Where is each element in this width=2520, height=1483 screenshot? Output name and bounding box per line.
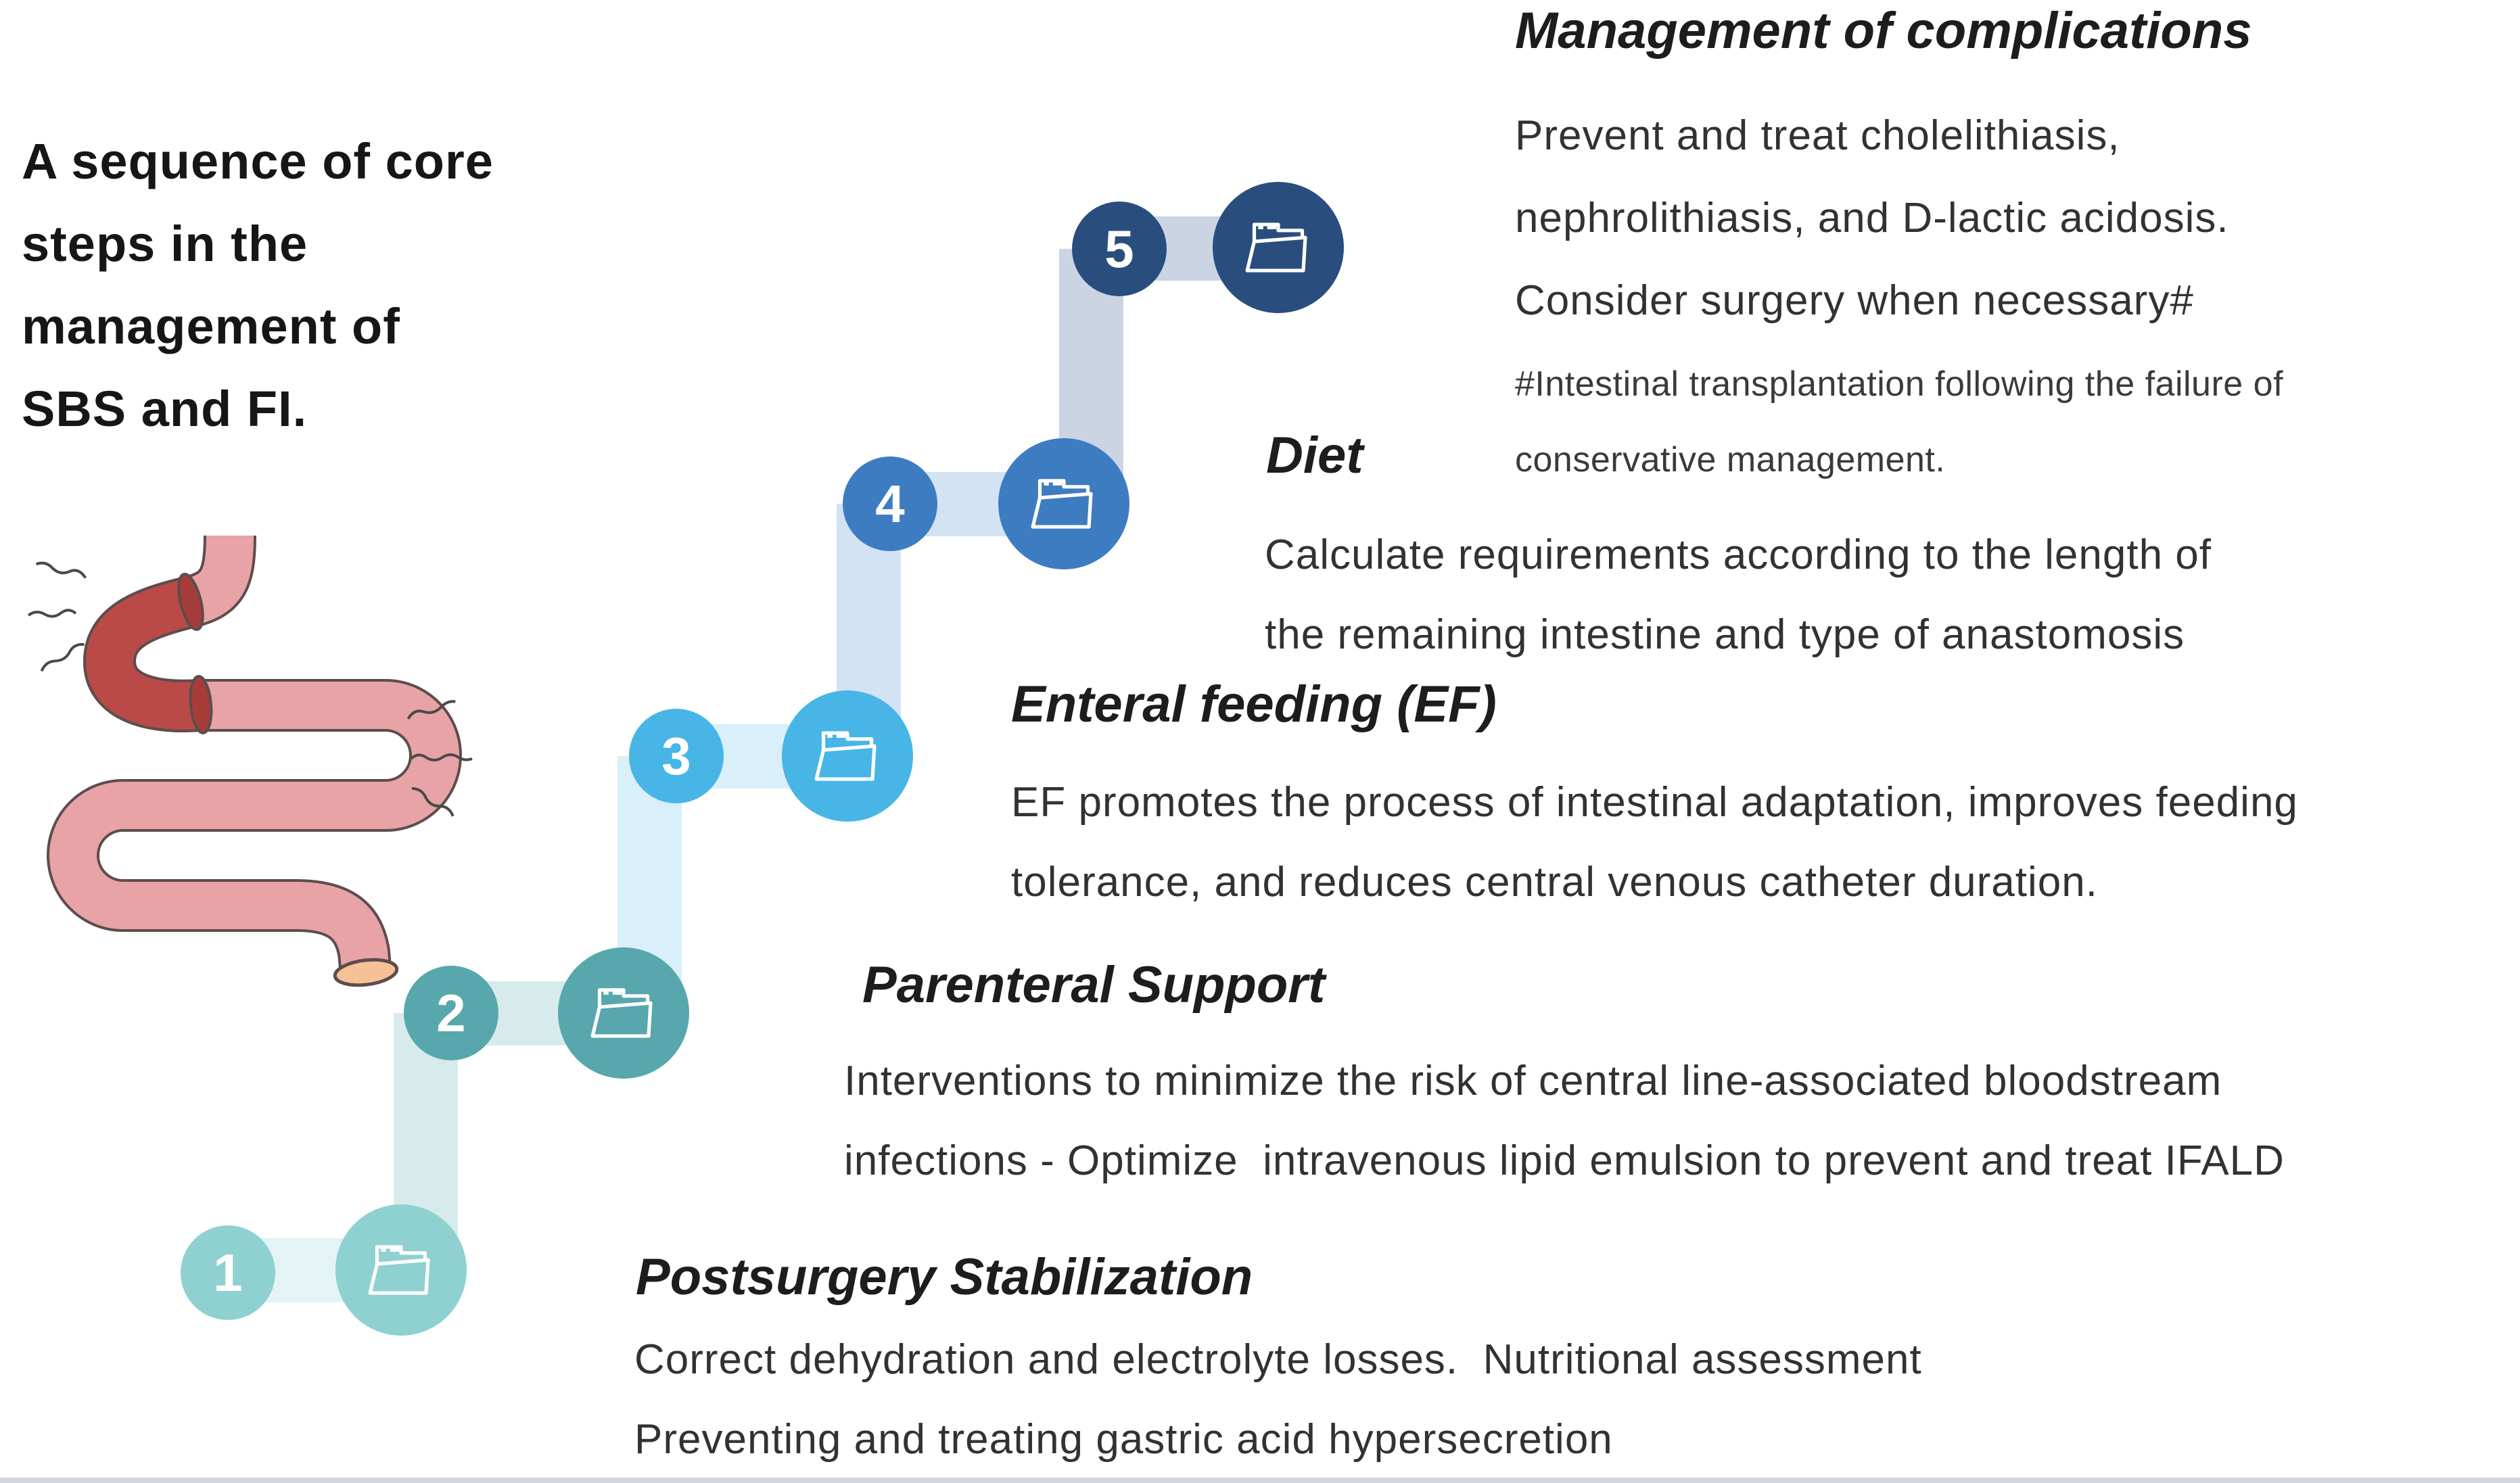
open-folder-icon bbox=[814, 731, 877, 781]
step-3-body: EF promotes the process of intestinal ad… bbox=[1011, 779, 2298, 905]
step-1-number-circle: 1 bbox=[181, 1225, 275, 1320]
step-3-number: 3 bbox=[661, 726, 691, 786]
step-5-body: Prevent and treat cholelithiasis, nephro… bbox=[1515, 112, 2229, 324]
step-4-title: Diet bbox=[1266, 427, 1363, 484]
step-3-folder-circle bbox=[782, 690, 913, 822]
footer-bar bbox=[0, 1478, 2520, 1483]
step-1-folder-circle bbox=[335, 1204, 467, 1336]
step-4-number-circle: 4 bbox=[843, 456, 937, 551]
step-3-number-circle: 3 bbox=[629, 709, 724, 803]
step-5-folder-circle bbox=[1213, 182, 1344, 313]
open-folder-icon bbox=[368, 1245, 430, 1295]
step-2-title: Parenteral Support bbox=[862, 956, 1326, 1014]
anastomosis-cut-top bbox=[177, 573, 204, 631]
open-folder-icon bbox=[1245, 222, 1307, 273]
open-folder-icon bbox=[1031, 479, 1093, 529]
step-2-number-circle: 2 bbox=[404, 966, 498, 1060]
step-4-number: 4 bbox=[875, 473, 905, 534]
step-5-title: Management of complications bbox=[1515, 2, 2252, 60]
step-3-title: Enteral feeding (EF) bbox=[1011, 676, 1497, 733]
step-2-number: 2 bbox=[436, 983, 466, 1043]
step-5-number: 5 bbox=[1104, 218, 1134, 279]
main-title: A sequence of core steps in the manageme… bbox=[22, 133, 494, 437]
step-4-folder-circle bbox=[998, 438, 1129, 569]
step-1-body: Correct dehydration and electrolyte loss… bbox=[634, 1336, 1922, 1463]
step-4-body: Calculate requirements according to the … bbox=[1265, 532, 2212, 658]
step-5-footnote: #Intestinal transplantation following th… bbox=[1515, 364, 2284, 479]
step-2-body: Interventions to minimize the risk of ce… bbox=[844, 1058, 2285, 1184]
anastomosis-cut-bottom bbox=[189, 675, 213, 734]
intestine-illustration bbox=[27, 535, 473, 987]
squiggle-lines-right bbox=[406, 700, 473, 817]
squiggle-lines-left bbox=[27, 561, 87, 672]
open-folder-icon bbox=[590, 988, 653, 1038]
step-1-number: 1 bbox=[213, 1242, 243, 1302]
step-2-folder-circle bbox=[558, 947, 689, 1079]
resected-segment bbox=[86, 578, 202, 730]
stoma-opening bbox=[333, 958, 399, 987]
step-1-title: Postsurgery Stabilization bbox=[636, 1248, 1253, 1306]
step-5-number-circle: 5 bbox=[1072, 202, 1167, 296]
